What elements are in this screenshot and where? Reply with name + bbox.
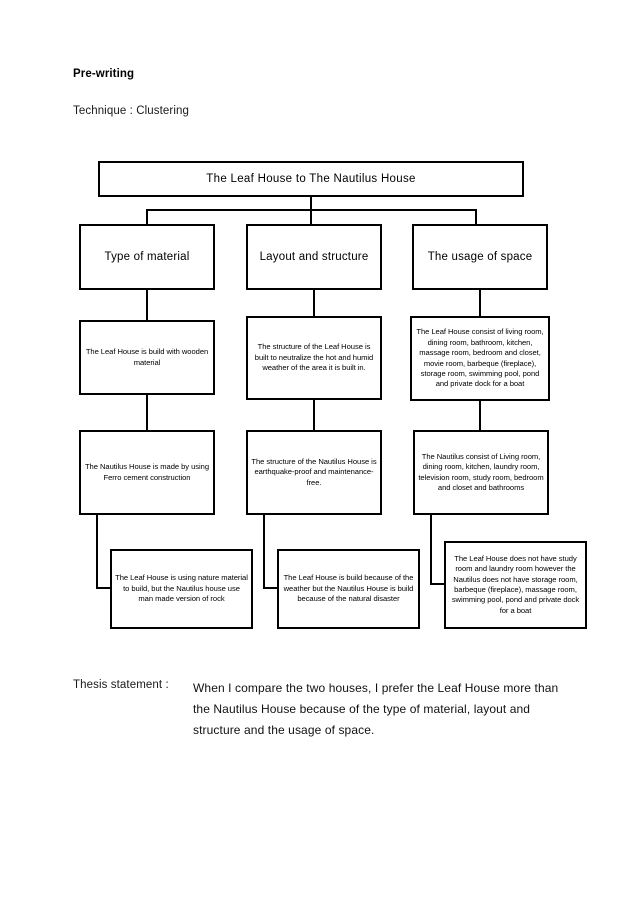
connector-bus-to-cat-2 (310, 209, 312, 225)
connector-bus-to-cat-1 (146, 209, 148, 225)
node-leaf-house-material[interactable]: The Leaf House is build with wooden mate… (79, 320, 215, 395)
node-conclusion-structure[interactable]: The Leaf House is build because of the w… (277, 549, 420, 629)
connector-root-stem (310, 197, 312, 219)
node-detail-text: The Leaf House consist of living room, d… (416, 327, 544, 389)
node-leaf-house-space[interactable]: The Leaf House consist of living room, d… (410, 316, 550, 401)
node-category-label: Layout and structure (259, 251, 369, 263)
node-detail-text: The Leaf House does not have study room … (451, 553, 580, 615)
connector-leaf-str-down (313, 398, 315, 432)
connector-concl-3-horiz (430, 583, 446, 585)
connector-concl-3-vert (430, 513, 432, 585)
node-detail-text: The Leaf House is build because of the w… (283, 573, 414, 604)
connector-leaf-mat-down (146, 393, 148, 432)
connector-concl-2-vert (263, 513, 265, 589)
connector-leaf-space-down (479, 399, 481, 432)
connector-concl-1-vert (96, 513, 98, 589)
node-nautilus-house-space[interactable]: The Nautilus consist of Living room, din… (413, 430, 549, 515)
node-detail-text: The Nautilus consist of Living room, din… (418, 451, 544, 492)
thesis-statement-label: Thesis statement : (73, 679, 169, 691)
node-detail-text: The Leaf House is build with wooden mate… (85, 347, 209, 367)
node-category-label: Type of material (104, 251, 190, 263)
node-nautilus-house-material[interactable]: The Nautilus House is made by using Ferr… (79, 430, 215, 515)
node-nautilus-house-structure[interactable]: The structure of the Nautilus House is e… (246, 430, 382, 515)
node-detail-text: The Leaf House is using nature material … (115, 573, 248, 604)
connector-cat-2-down (313, 289, 315, 318)
thesis-statement-text: When I compare the two houses, I prefer … (193, 681, 559, 737)
node-root-label: The Leaf House to The Nautilus House (206, 173, 416, 185)
node-category-usage-of-space[interactable]: The usage of space (412, 224, 548, 290)
connector-cat-1-down (146, 289, 148, 322)
node-category-label: The usage of space (427, 251, 533, 263)
node-conclusion-space[interactable]: The Leaf House does not have study room … (444, 541, 587, 629)
node-detail-text: The structure of the Nautilus House is e… (251, 456, 377, 487)
node-category-type-of-material[interactable]: Type of material (79, 224, 215, 290)
connector-concl-2-horiz (263, 587, 279, 589)
node-category-layout-and-structure[interactable]: Layout and structure (246, 224, 382, 290)
node-detail-text: The structure of the Leaf House is built… (254, 342, 374, 373)
connector-concl-1-horiz (96, 587, 112, 589)
connector-cat-3-down (479, 289, 481, 318)
node-detail-text: The Nautilus House is made by using Ferr… (84, 462, 210, 482)
node-conclusion-material[interactable]: The Leaf House is using nature material … (110, 549, 253, 629)
node-leaf-house-structure[interactable]: The structure of the Leaf House is built… (246, 316, 382, 400)
page-title: Pre-writing (73, 68, 135, 80)
node-root[interactable]: The Leaf House to The Nautilus House (98, 161, 524, 197)
technique-line: Technique : Clustering (73, 105, 189, 117)
connector-bus-to-cat-3 (475, 209, 477, 225)
